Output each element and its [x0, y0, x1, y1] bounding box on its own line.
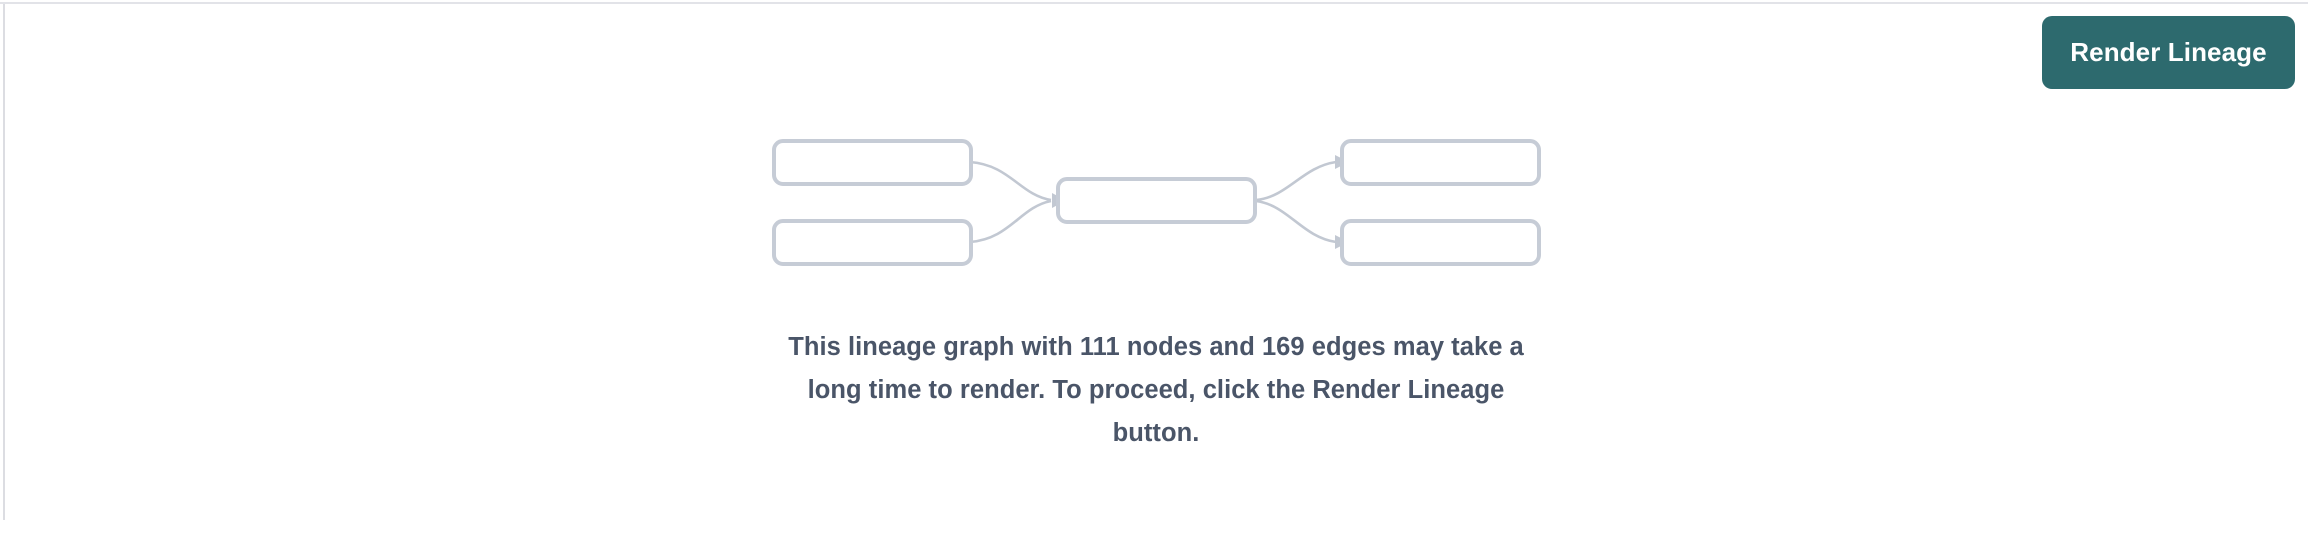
lineage-placeholder-graph [770, 135, 1560, 275]
graph-node-upstream-2[interactable] [772, 219, 973, 266]
panel-left-divider [3, 4, 5, 520]
graph-node-downstream-1[interactable] [1340, 139, 1541, 186]
graph-edge-upstream-1 [969, 160, 1052, 202]
lineage-warning-message: This lineage graph with 111 nodes and 16… [788, 333, 1524, 447]
panel-top-divider [0, 2, 2308, 4]
graph-node-center-1[interactable] [1056, 177, 1257, 224]
graph-edge-downstream-1 [1255, 160, 1337, 202]
graph-edge-downstream-2 [1255, 199, 1337, 244]
graph-node-upstream-1[interactable] [772, 139, 973, 186]
render-lineage-button[interactable]: Render Lineage [2042, 16, 2295, 89]
graph-edge-upstream-2 [969, 199, 1052, 244]
graph-node-downstream-2[interactable] [1340, 219, 1541, 266]
